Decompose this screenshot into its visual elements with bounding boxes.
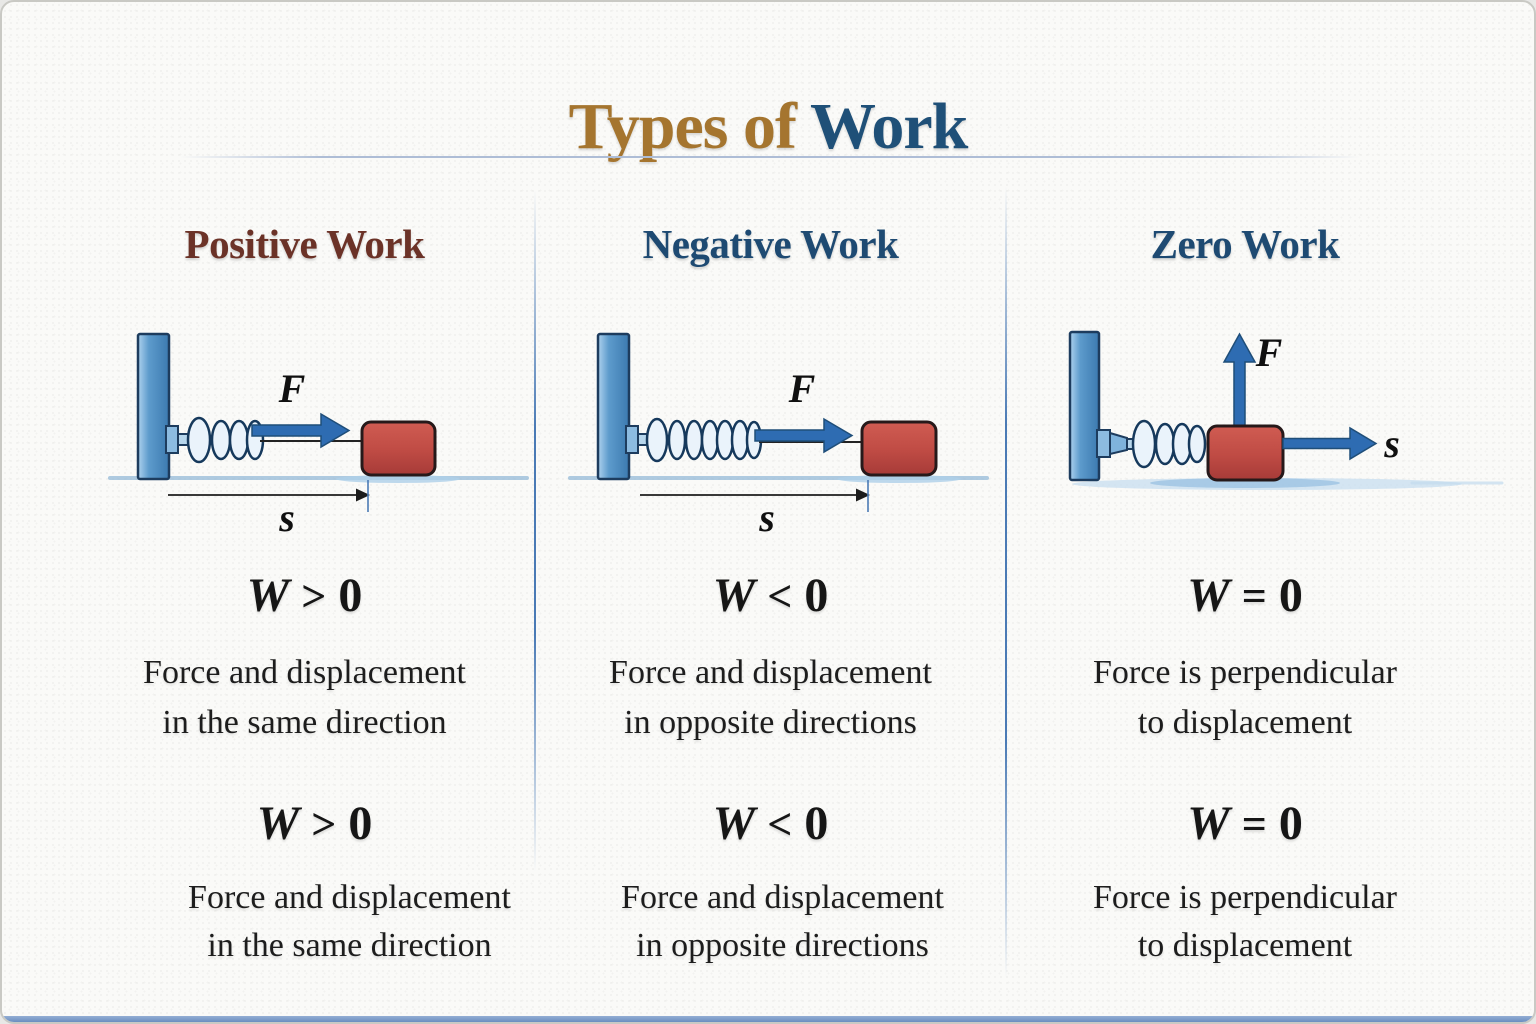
zero-work-description-bottom: Force is perpendicular to displacement bbox=[1093, 879, 1397, 964]
negative-work-equation-bottom: W<0 bbox=[712, 797, 829, 850]
block bbox=[860, 420, 938, 477]
column-positive-work: Positive Work W>0 Force and displacement… bbox=[2, 2, 535, 1022]
zero-work-heading: Zero Work bbox=[1150, 221, 1340, 267]
force-arrow bbox=[754, 417, 854, 454]
title-part-gold: Types of bbox=[568, 90, 797, 164]
positive-work-description-top: Force and displacement in the same direc… bbox=[143, 654, 466, 741]
positive-work-equation-top: W>0 bbox=[246, 569, 363, 622]
negative-work-diagram: F s bbox=[568, 332, 989, 540]
spring bbox=[1096, 419, 1207, 469]
negative-work-description-top: Force and displacement in opposite direc… bbox=[609, 654, 932, 741]
positive-work-diagram: F s bbox=[108, 332, 529, 540]
column-negative-work: Negative Work W<0 Force and displacement… bbox=[535, 2, 1006, 1022]
block bbox=[1206, 424, 1285, 482]
force-arrow bbox=[1222, 332, 1257, 427]
zero-work-equation-top: W=0 bbox=[1187, 569, 1303, 622]
title-part-blue: Work bbox=[809, 90, 968, 164]
title-divider-line bbox=[180, 156, 1360, 158]
spring bbox=[165, 416, 265, 464]
wall bbox=[136, 332, 171, 481]
displacement-label: s bbox=[278, 495, 295, 540]
column-divider-1 bbox=[534, 190, 536, 872]
displacement-arrow bbox=[1282, 426, 1378, 461]
zero-work-equation-bottom: W=0 bbox=[1187, 797, 1303, 850]
wall bbox=[596, 332, 631, 481]
wall bbox=[1068, 330, 1101, 482]
force-label: F bbox=[788, 366, 816, 411]
zero-work-description-top: Force is perpendicular to displacement bbox=[1093, 654, 1397, 741]
force-arrow bbox=[251, 412, 351, 449]
positive-work-equation-bottom: W>0 bbox=[256, 797, 373, 850]
negative-work-equation-top: W<0 bbox=[712, 569, 829, 622]
column-divider-2 bbox=[1005, 186, 1007, 978]
negative-work-heading: Negative Work bbox=[642, 221, 899, 267]
displacement-arrow bbox=[640, 480, 870, 512]
ground-shadow bbox=[1072, 478, 1504, 490]
ground-line bbox=[108, 475, 529, 483]
zero-work-diagram: F s bbox=[1068, 330, 1504, 490]
displacement-arrow bbox=[168, 480, 370, 512]
displacement-label: s bbox=[758, 495, 775, 540]
positive-work-heading: Positive Work bbox=[184, 221, 425, 267]
displacement-label: s bbox=[1383, 421, 1400, 466]
bottom-edge-bar bbox=[2, 1016, 1534, 1022]
positive-work-description-bottom: Force and displacement in the same direc… bbox=[188, 879, 511, 964]
force-label: F bbox=[1255, 330, 1283, 375]
negative-work-description-bottom: Force and displacement in opposite direc… bbox=[621, 879, 944, 964]
block bbox=[360, 420, 437, 477]
spring bbox=[625, 417, 763, 463]
force-label: F bbox=[278, 366, 306, 411]
column-zero-work: Zero Work W=0 Force is perpendicular to … bbox=[1006, 2, 1534, 1022]
